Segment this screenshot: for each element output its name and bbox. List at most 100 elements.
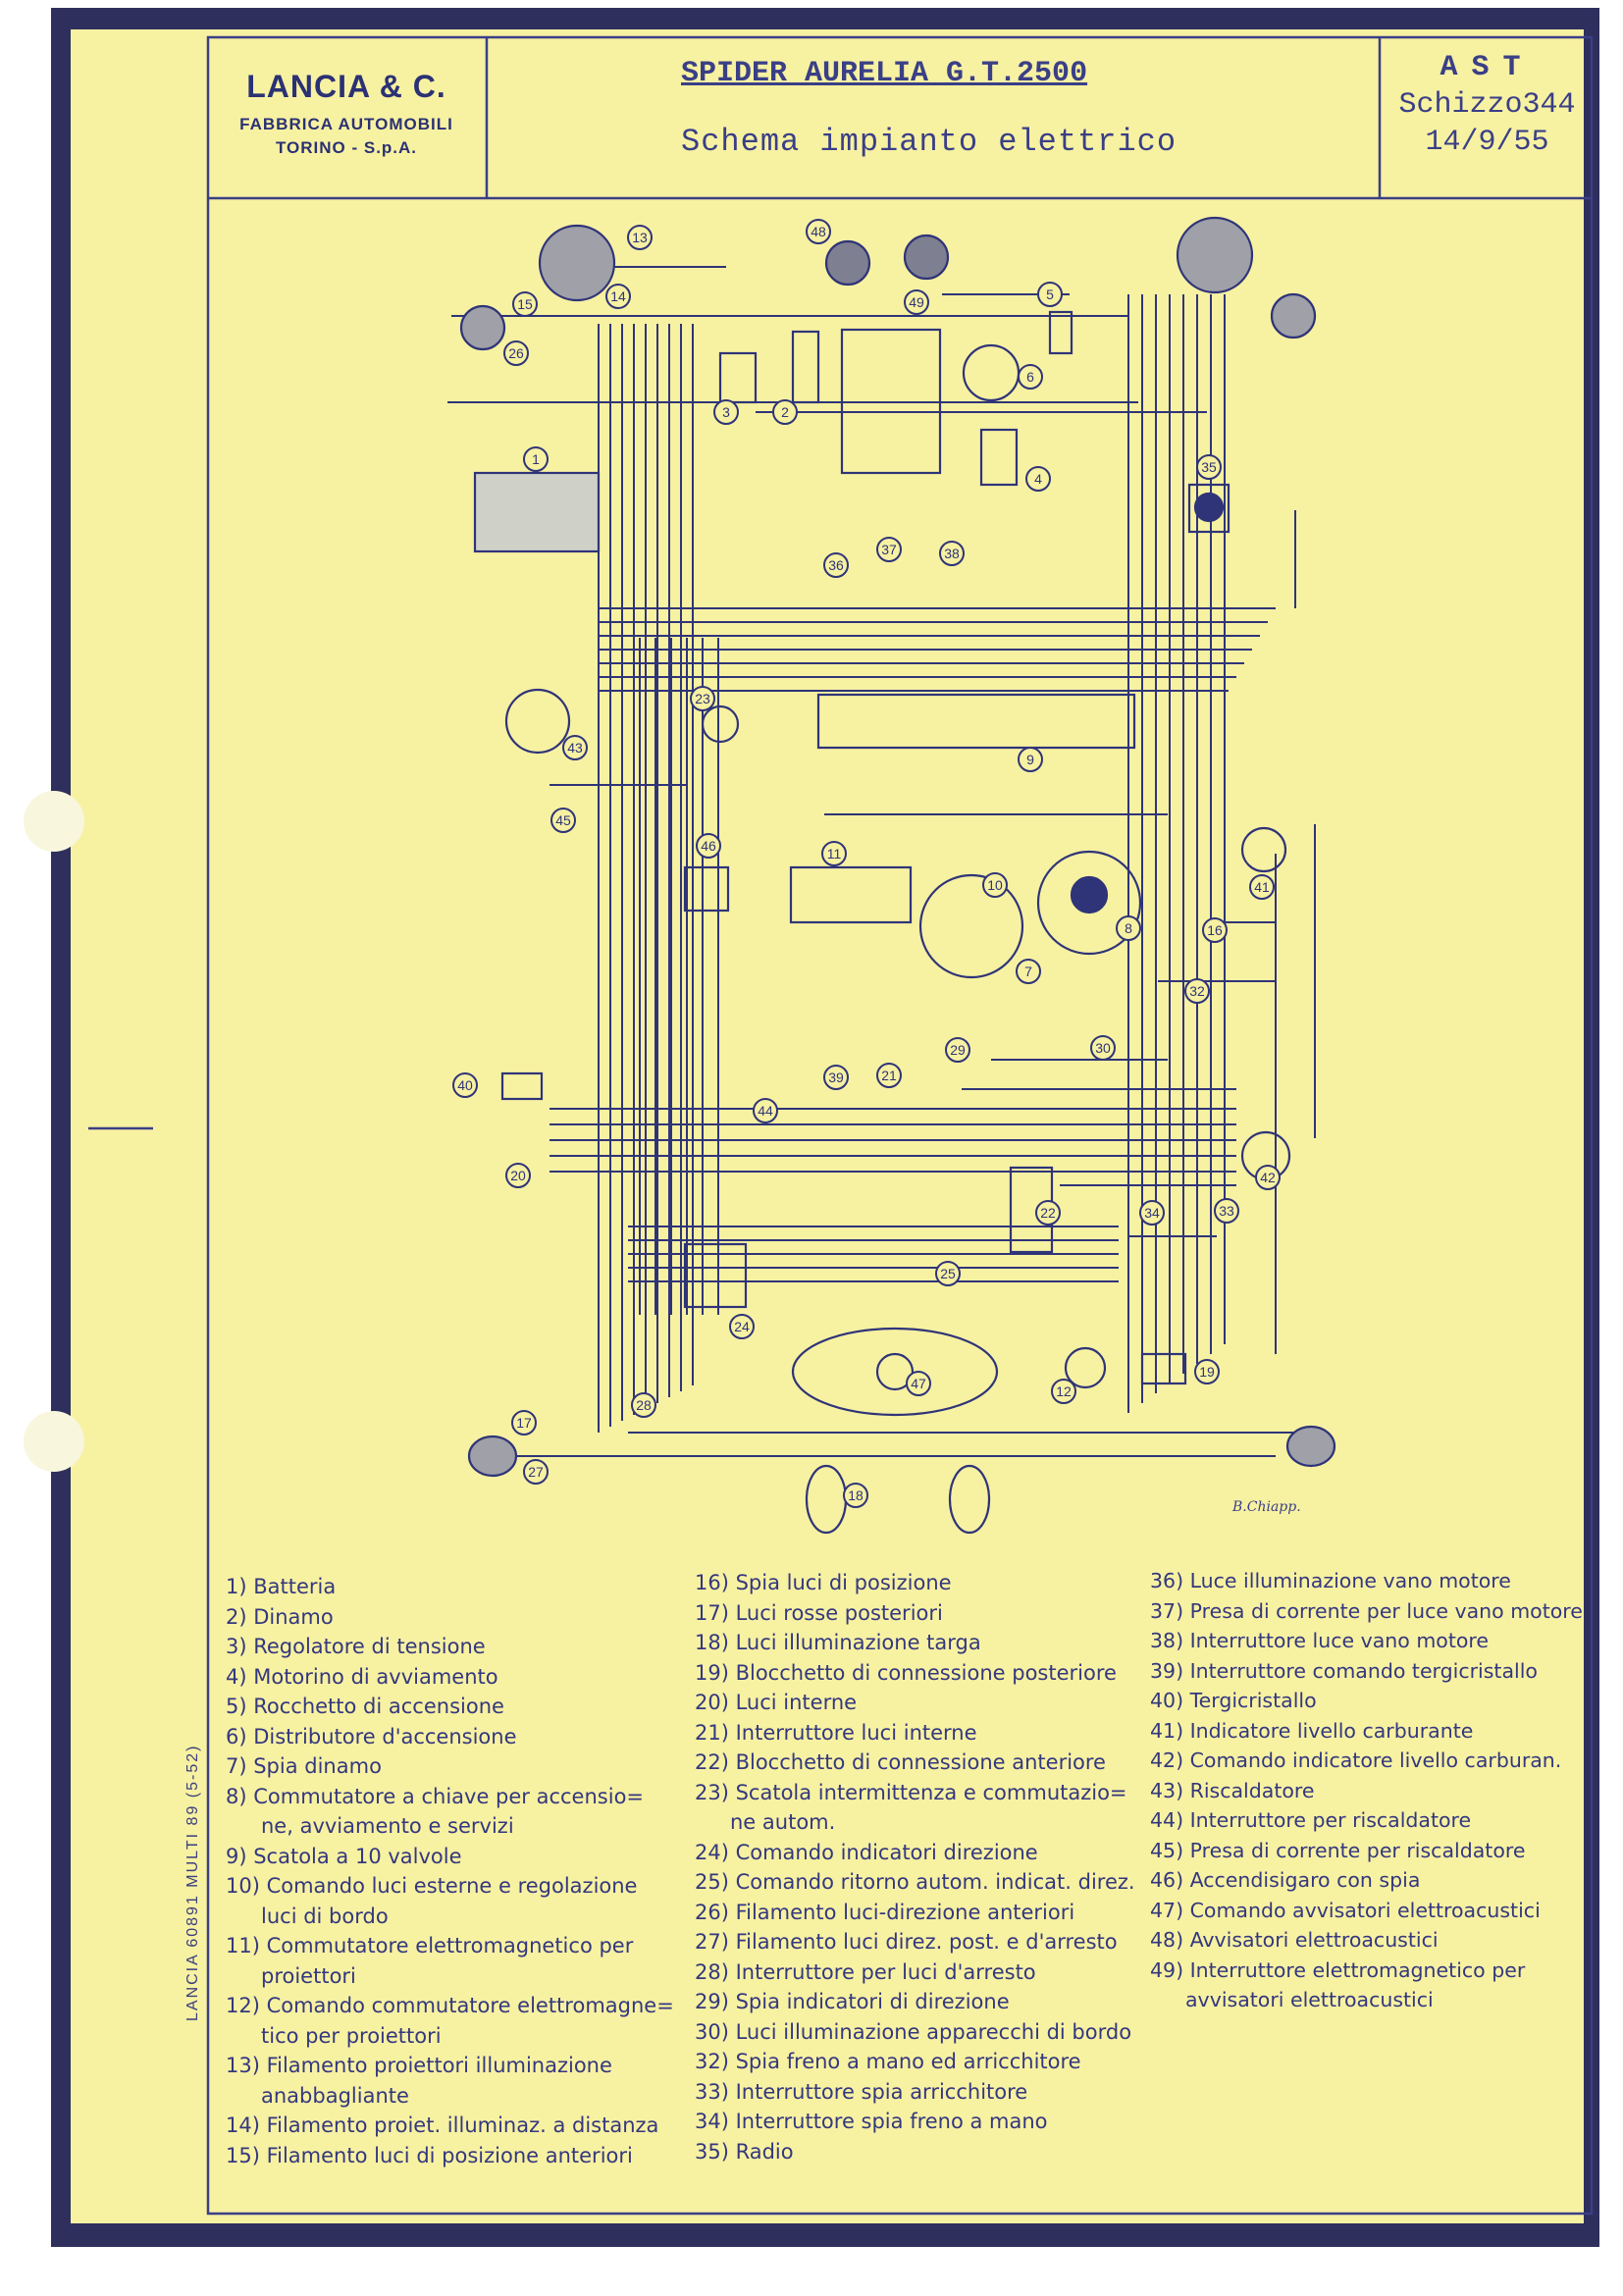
dip-switch-relay-icon: [789, 865, 913, 924]
component-label-circle: [939, 541, 965, 566]
component-label-circle: [1037, 282, 1063, 307]
form-code-note: LANCIA 60891 MULTI 89 (5-52): [184, 1744, 201, 2021]
legend-item: 32) Spia freno a mano ed arricchitore: [695, 2050, 1081, 2073]
legend-item: 26) Filamento luci-direzione anteriori: [695, 1900, 1075, 1924]
component-label-41: 41: [1254, 879, 1270, 895]
component-label-21: 21: [881, 1068, 897, 1083]
component-label-circle: [1051, 1379, 1076, 1404]
legend-item: 46) Accendisigaro con spia: [1150, 1868, 1421, 1892]
headlamp-left-icon: [538, 224, 616, 302]
legend-item: 25) Comando ritorno autom. indicat. dire…: [695, 1870, 1135, 1894]
legend-item: 21) Interruttore luci interne: [695, 1720, 977, 1745]
component-label-13: 13: [632, 230, 648, 245]
headlamp-right-icon: [1176, 216, 1254, 294]
legend-item: 15) Filamento luci di posizione anterior…: [226, 2143, 633, 2167]
component-label-circle: [753, 1098, 778, 1123]
component-label-circle: [1249, 874, 1275, 900]
component-label-circle: [1196, 454, 1222, 480]
component-label-circle: [512, 291, 538, 317]
binder-hole-top: [24, 791, 84, 852]
component-label-circle: [806, 219, 831, 244]
component-label-2: 2: [781, 404, 789, 420]
component-label-circle: [982, 872, 1008, 898]
component-label-20: 20: [510, 1168, 526, 1183]
component-label-17: 17: [516, 1415, 532, 1431]
legend-item: 34) Interruttore spia freno a mano: [695, 2110, 1048, 2133]
legend-item: 13) Filamento proiettori illuminazione: [226, 2054, 612, 2077]
heater-icon: [504, 688, 571, 755]
legend-item: 8) Commutatore a chiave per accensio=: [226, 1784, 645, 1808]
component-label-circle: [631, 1392, 656, 1418]
dynamo-icon: [791, 330, 820, 404]
component-label-circle: [843, 1483, 868, 1508]
component-label-6: 6: [1026, 369, 1034, 385]
component-label-circle: [729, 1314, 755, 1339]
component-label-25: 25: [940, 1266, 956, 1281]
wire-bundle: [447, 266, 1316, 1457]
legend-item: 29) Spia indicatori di direzione: [695, 1990, 1010, 2013]
legend-item: 11) Commutatore elettromagnetico per: [226, 1934, 634, 1957]
component-label-circle: [1116, 915, 1141, 941]
wiper-motor-icon: [500, 1071, 544, 1101]
component-label-circle: [550, 808, 576, 833]
component-label-circle: [823, 1065, 849, 1090]
horn-button-icon: [875, 1352, 915, 1391]
legend-item: 2) Dinamo: [226, 1604, 334, 1629]
legend-item: 14) Filamento proiet. illuminaz. a dista…: [226, 2113, 659, 2137]
component-label-36: 36: [828, 557, 844, 573]
legend-item: 1) Batteria: [226, 1575, 337, 1598]
component-label-7: 7: [1024, 964, 1032, 979]
component-labels: 1234567891011121314151617181920212223242…: [452, 219, 1281, 1508]
reference-code: AST: [1440, 51, 1535, 84]
legend-item: 37) Presa di corrente per luce vano moto…: [1150, 1598, 1583, 1623]
component-label-27: 27: [528, 1464, 544, 1480]
component-label-circle: [452, 1072, 478, 1098]
legend-item: 48) Avvisatori elettroacustici: [1150, 1928, 1439, 1952]
cigar-lighter-icon: [683, 865, 730, 913]
legend-item: 7) Spia dinamo: [226, 1754, 382, 1778]
starter-motor-icon: [979, 428, 1019, 487]
component-label-28: 28: [636, 1397, 652, 1413]
legend-item: 49) Interruttore elettromagnetico per: [1150, 1957, 1526, 1982]
legend-item: ne autom.: [730, 1810, 836, 1834]
legend-item: avvisatori elettroacustici: [1185, 1988, 1434, 2011]
component-label-1: 1: [532, 451, 540, 467]
legend-item: 16) Spia luci di posizione: [695, 1571, 952, 1594]
legend-item: 40) Tergicristallo: [1150, 1689, 1317, 1712]
component-label-circle: [1139, 1200, 1165, 1226]
legend-item: 4) Motorino di avviamento: [226, 1664, 498, 1689]
component-label-circle: [605, 284, 631, 309]
component-label-38: 38: [944, 546, 960, 561]
component-label-circle: [690, 686, 715, 711]
component-label-circle: [1202, 917, 1228, 943]
component-label-circle: [935, 1261, 961, 1286]
component-label-29: 29: [950, 1042, 966, 1058]
component-label-circle: [1035, 1200, 1061, 1226]
legend-item: 9) Scatola a 10 valvole: [226, 1844, 462, 1868]
component-label-46: 46: [701, 838, 716, 854]
component-label-47: 47: [911, 1376, 926, 1391]
legend-item: 22) Blocchetto di connessione anteriore: [695, 1750, 1106, 1774]
frame-lines: [88, 35, 1594, 2216]
component-label-30: 30: [1095, 1040, 1111, 1056]
legend-item: proiettori: [261, 1963, 356, 1988]
legend-item: 27) Filamento luci direz. post. e d'arre…: [695, 1930, 1118, 1954]
front-indicator-left-icon: [459, 304, 506, 351]
component-label-circle: [876, 1063, 902, 1088]
legend-item: 38) Interruttore luce vano motore: [1150, 1629, 1490, 1652]
legend-item: 45) Presa di corrente per riscaldatore: [1150, 1838, 1526, 1862]
legend-item: 24) Comando indicatori direzione: [695, 1840, 1038, 1864]
component-label-circle: [821, 841, 847, 866]
legend-item: 47) Comando avvisatori elettroacustici: [1150, 1898, 1541, 1922]
component-label-12: 12: [1056, 1383, 1072, 1399]
component-label-42: 42: [1260, 1170, 1276, 1185]
component-label-43: 43: [567, 740, 583, 756]
radio-icon: [1187, 483, 1230, 534]
legend-item: 18) Luci illuminazione targa: [695, 1631, 981, 1654]
horn-right-icon: [903, 234, 950, 281]
component-label-39: 39: [828, 1070, 844, 1085]
legend-item: 36) Luce illuminazione vano motore: [1150, 1569, 1511, 1592]
component-label-circle: [876, 537, 902, 562]
